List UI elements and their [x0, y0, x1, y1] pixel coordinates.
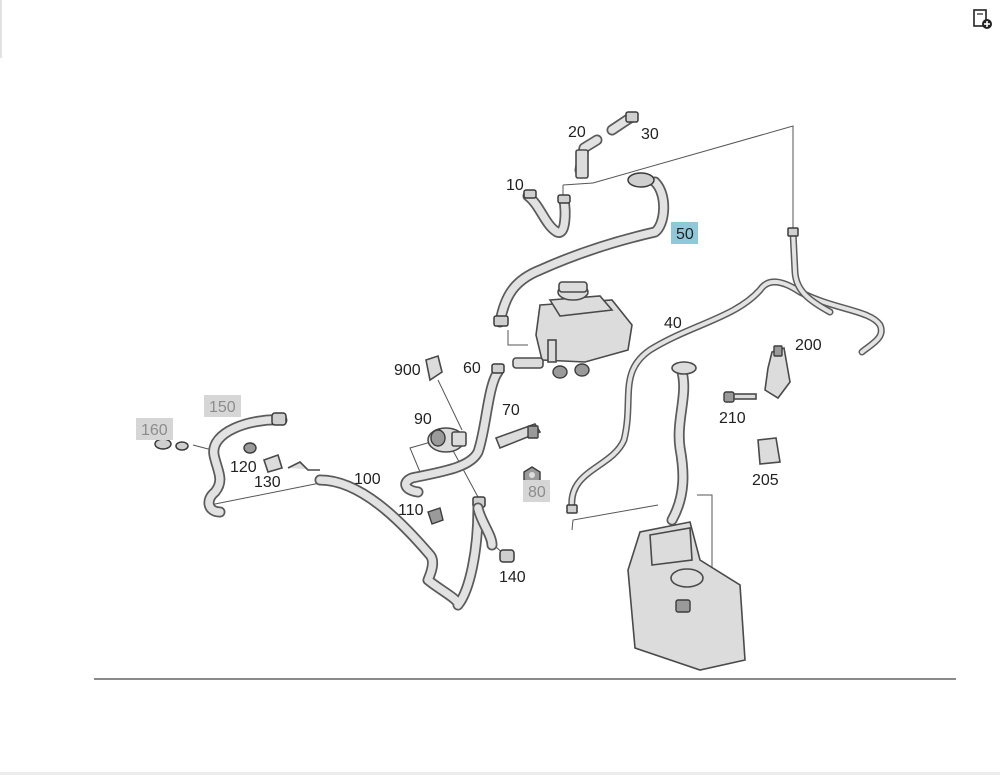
expansion-tank	[512, 281, 633, 379]
label-100[interactable]: 100	[354, 471, 381, 488]
label-20[interactable]: 20	[568, 124, 586, 141]
part-70	[494, 423, 542, 450]
left-panel-edge	[0, 0, 2, 58]
page-add-icon[interactable]	[971, 8, 993, 30]
bracket-200	[764, 345, 791, 400]
hose-150	[203, 412, 288, 518]
label-160[interactable]: 160	[141, 422, 168, 439]
bottom-divider	[94, 678, 956, 680]
label-90[interactable]: 90	[414, 411, 432, 428]
label-10[interactable]: 10	[506, 177, 524, 194]
bottom-edge	[0, 772, 1000, 775]
hose-40	[566, 227, 885, 514]
hose-60	[400, 363, 505, 498]
label-80-highlight	[523, 480, 550, 502]
label-120[interactable]: 120	[230, 459, 257, 476]
label-40[interactable]: 40	[664, 315, 682, 332]
grommet-205	[757, 437, 781, 465]
label-110[interactable]: 110	[398, 502, 424, 519]
label-70[interactable]: 70	[502, 402, 520, 419]
clip-160	[154, 438, 189, 451]
hose-50	[493, 172, 670, 328]
label-50[interactable]: 50	[676, 226, 694, 243]
label-80[interactable]: 80	[528, 484, 546, 501]
label-150[interactable]: 150	[209, 399, 236, 416]
bolt-210	[723, 391, 757, 403]
label-205[interactable]: 205	[752, 472, 779, 489]
label-50-highlight	[671, 222, 698, 244]
reservoir	[627, 361, 746, 671]
label-210[interactable]: 210	[719, 410, 746, 427]
label-160-highlight	[136, 418, 173, 440]
pump-90	[427, 427, 467, 453]
label-140[interactable]: 140	[499, 569, 526, 586]
hose-10	[522, 189, 571, 238]
label-150-highlight	[204, 395, 241, 417]
parts-120-130	[243, 442, 320, 473]
label-30[interactable]: 30	[641, 126, 659, 143]
label-900[interactable]: 900	[394, 362, 421, 379]
part-labels: 10 20 30 40 50 60 70 80 90 100 110 120 1…	[136, 124, 822, 586]
hose-100	[314, 474, 498, 611]
clip-140	[499, 549, 515, 563]
label-60[interactable]: 60	[463, 360, 481, 377]
connector-20-30	[574, 111, 639, 179]
clip-110	[427, 507, 444, 525]
leader-lines	[192, 125, 794, 585]
label-200[interactable]: 200	[795, 337, 822, 354]
label-130[interactable]: 130	[254, 474, 281, 491]
bracket-900	[425, 354, 443, 382]
